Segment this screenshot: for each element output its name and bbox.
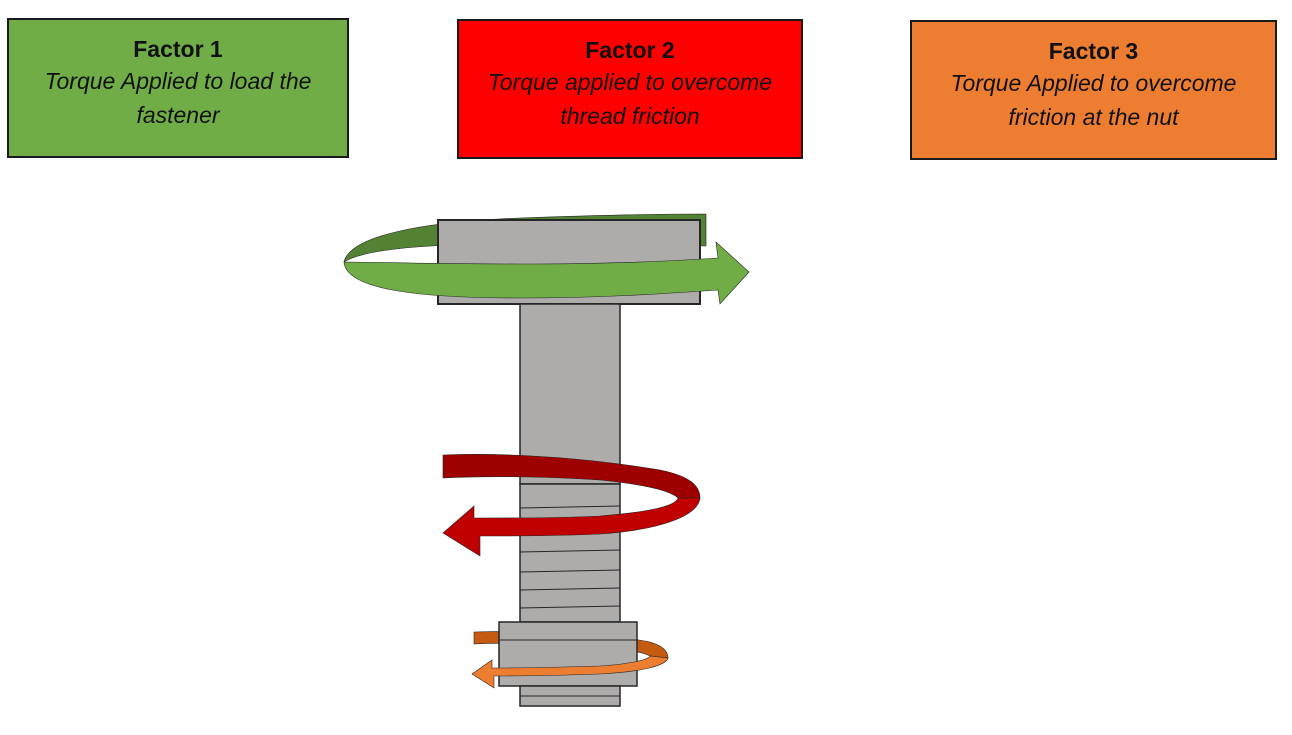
green-arrow-front bbox=[343, 241, 750, 305]
factor-2-box: Factor 2 Torque applied to overcome thre… bbox=[457, 19, 803, 159]
red-arrow-front bbox=[442, 497, 701, 557]
nut bbox=[498, 621, 638, 687]
orange-arrow-front bbox=[471, 655, 669, 689]
factor-1-description: Torque Applied to load the fastener bbox=[44, 68, 312, 128]
factor-3-title: Factor 3 bbox=[1048, 38, 1139, 64]
factor-1-box: Factor 1 Torque Applied to load the fast… bbox=[7, 18, 349, 158]
factor-2-title: Factor 2 bbox=[585, 37, 675, 63]
factor-3-box: Factor 3 Torque Applied to overcome fric… bbox=[910, 20, 1277, 160]
factor-1-title: Factor 1 bbox=[133, 36, 223, 62]
factor-3-description: Torque Applied to overcome friction at t… bbox=[950, 70, 1237, 130]
factor-2-description: Torque applied to overcome thread fricti… bbox=[487, 69, 773, 129]
bolt-threaded-section bbox=[519, 483, 621, 623]
